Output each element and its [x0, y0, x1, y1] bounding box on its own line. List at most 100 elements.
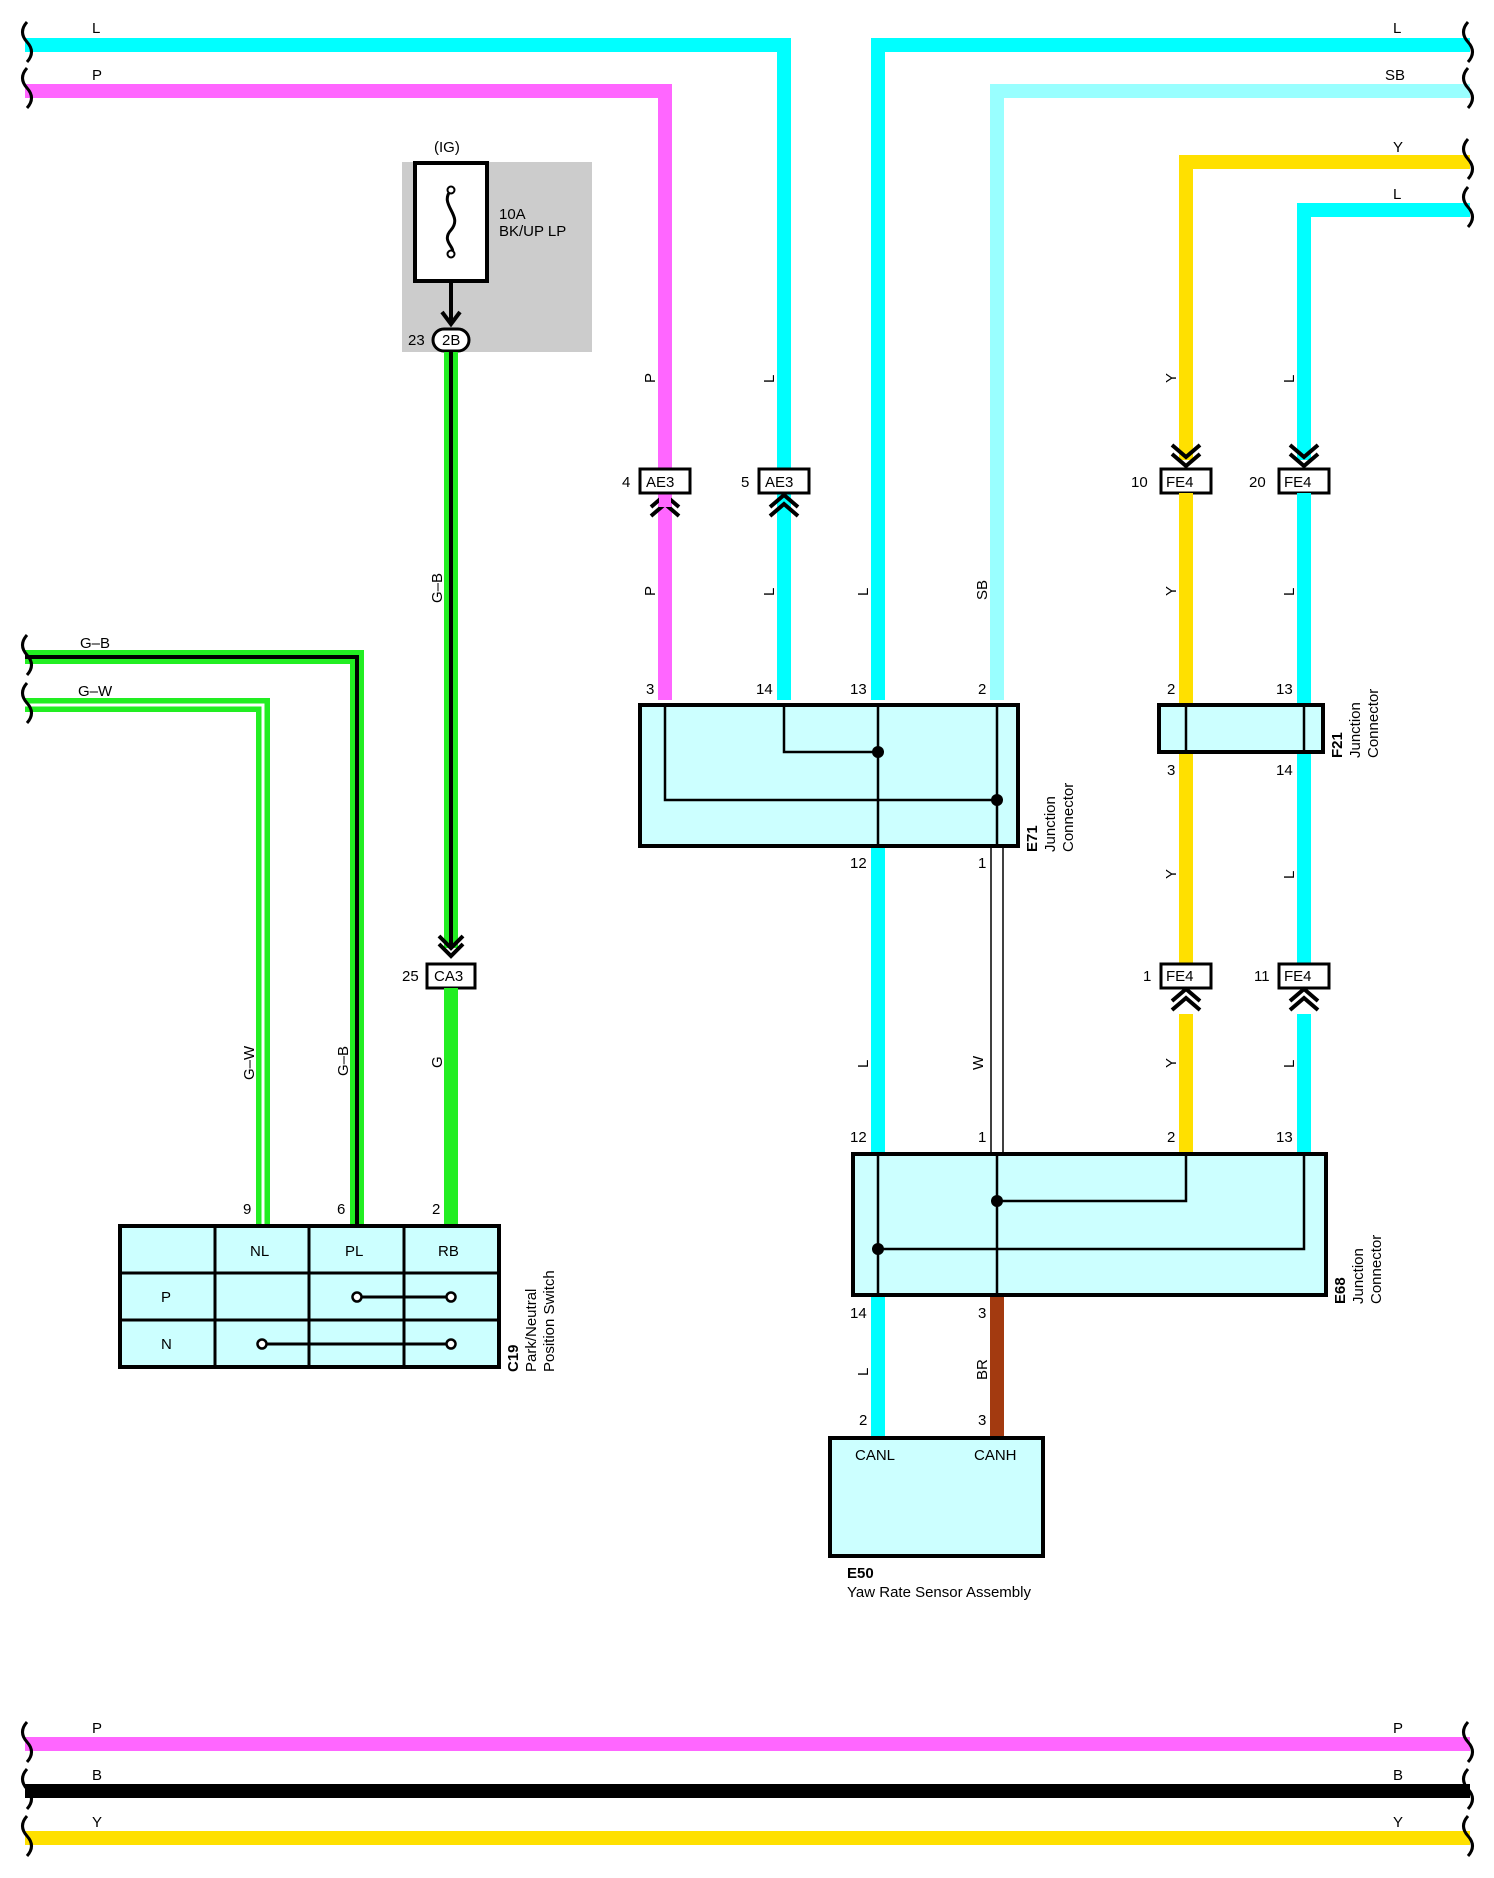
e50-terminal-canl: CANL: [855, 1447, 895, 1464]
c19-switch: 9 6 2 NL PL RB P N C19 Park/Neutral Posi…: [118, 1201, 558, 1372]
f21-pin-14: 14: [1276, 762, 1293, 779]
c19-pin-9: 9: [243, 1201, 251, 1218]
e71-junction: 3 14 13 2 12 1 E71 Junction Connector: [638, 681, 1077, 872]
wire-label-gb-vert2: G–B: [335, 1046, 352, 1076]
fuse-name: BK/UP LP: [499, 223, 566, 240]
fe4-a-tag: [1159, 467, 1213, 495]
c19-col-nl: NL: [250, 1243, 269, 1260]
e50-desc: Yaw Rate Sensor Assembly: [847, 1584, 1031, 1601]
wire-label-l-main: L: [855, 588, 872, 596]
f21-junction: 2 13 3 14 F21 Junction Connector: [1157, 681, 1382, 779]
c19-pin-2: 2: [432, 1201, 440, 1218]
e68-pin-13: 13: [1276, 1129, 1293, 1146]
wire-label-l-e50: L: [855, 1368, 872, 1376]
c19-row-n: N: [161, 1336, 172, 1353]
e68-splice-b: [872, 1243, 884, 1255]
c19-col-rb: RB: [438, 1243, 459, 1260]
e71-pin-13: 13: [850, 681, 867, 698]
wire-label-l-lower: L: [761, 588, 778, 596]
bus-label-gw: G–W: [78, 683, 113, 700]
fe4-a-pin: 10: [1131, 474, 1148, 491]
bus-label-p-left: P: [92, 67, 102, 84]
bus-label-y-bottom-left: Y: [92, 1814, 102, 1831]
e68-pin-2: 2: [1167, 1129, 1175, 1146]
wire-l-top-right: [871, 38, 1470, 700]
e68-desc2: Connector: [1368, 1235, 1385, 1304]
e50-pin-2: 2: [859, 1412, 867, 1429]
f21-box: [1157, 703, 1325, 754]
e71-pin-1: 1: [978, 855, 986, 872]
wire-gb-fuse: [437, 352, 465, 959]
e50-pin-3: 3: [978, 1412, 986, 1429]
fe4-a-code: FE4: [1166, 474, 1194, 491]
e71-link-14: [782, 705, 878, 754]
ae3-a-code-overlay: AE3: [646, 474, 674, 491]
bus-label-l2-right: L: [1393, 186, 1401, 203]
wire-label-l-bot: L: [855, 1060, 872, 1068]
wire-label-sb: SB: [974, 580, 991, 600]
e50-sensor: 2 3 CANL CANH E50 Yaw Rate Sensor Assemb…: [828, 1412, 1045, 1601]
e50-terminal-canh: CANH: [974, 1447, 1017, 1464]
e71-desc1: Junction: [1042, 796, 1059, 852]
bus-label-sb-right: SB: [1385, 67, 1405, 84]
f21-pin-3: 3: [1167, 762, 1175, 779]
bus-label-gb: G–B: [80, 635, 110, 652]
fuse-icon: [445, 189, 457, 256]
e71-code: E71: [1024, 825, 1041, 852]
ca3-connector: 25 CA3: [402, 962, 477, 990]
c19-desc2: Position Switch: [541, 1270, 558, 1372]
fuse-connector-code: 2B: [442, 332, 460, 349]
c19-pin-6: 6: [337, 1201, 345, 1218]
fuse-body: [413, 161, 489, 283]
fuse-terminal-bottom: [446, 249, 456, 259]
ae3-b-pin: 5: [741, 474, 749, 491]
e50-box: [828, 1436, 1045, 1558]
bottom-bus: P B Y P B Y: [21, 1720, 1474, 1858]
wire-label-p-lower: P: [642, 586, 659, 596]
bus-label-y-bottom-right: Y: [1393, 1814, 1403, 1831]
fuse-rating: 10A: [499, 206, 526, 223]
wire-label-w-bot: W: [970, 1055, 987, 1070]
fe4-b-code: FE4: [1284, 474, 1312, 491]
e68-junction: 12 1 2 13 14 3 E68 Junction Connector: [850, 1129, 1385, 1322]
wire-label-p-upper: P: [642, 373, 659, 383]
e71-splice-b: [991, 794, 1003, 806]
e68-code: E68: [1332, 1277, 1349, 1304]
fe4-connector-a: 10 FE4: [1131, 443, 1213, 495]
fuse-pin: 23: [408, 332, 425, 349]
bus-label-l-left: L: [92, 20, 100, 37]
fe4-c-arrow-icon: [1170, 986, 1202, 1012]
bus-label-b-bottom-right: B: [1393, 1767, 1403, 1784]
c19-contact-n: [256, 1338, 457, 1350]
f21-desc2: Connector: [1365, 689, 1382, 758]
c19-row-p: P: [161, 1289, 171, 1306]
wire-label-br-e50: BR: [974, 1359, 991, 1380]
fe4-d-pin: 11: [1254, 968, 1270, 985]
wire-sb-top-right: [990, 84, 1470, 700]
e71-pin-2: 2: [978, 681, 986, 698]
bus-label-l-right: L: [1393, 20, 1401, 37]
e68-desc1: Junction: [1350, 1248, 1367, 1304]
c19-desc1: Park/Neutral: [523, 1289, 540, 1372]
wire-l-top-left: [25, 38, 791, 592]
f21-pin-2: 2: [1167, 681, 1175, 698]
wire-label-l-bot2: L: [1281, 1060, 1298, 1068]
wire-label-l-lower2: L: [1281, 588, 1298, 596]
ae3-tags-overlay: [638, 467, 811, 495]
bus-label-p-bottom-right: P: [1393, 1720, 1403, 1737]
ca3-pin: 25: [402, 968, 419, 985]
e68-box: [851, 1152, 1328, 1297]
wire-label-y-mid: Y: [1163, 869, 1180, 879]
fuse-connector-tag: [431, 327, 471, 353]
fuse-terminal-top: [446, 185, 456, 195]
wire-l2-top-right: [1297, 203, 1470, 460]
e68-pin-12: 12: [850, 1129, 867, 1146]
fe4-connector-b: 20 FE4: [1249, 443, 1331, 495]
e68-link-2: [997, 1154, 1188, 1203]
ca3-arrow-icon: [437, 934, 465, 959]
bus-label-y-right: Y: [1393, 139, 1403, 156]
top-bus: L P L SB Y L: [25, 20, 1470, 700]
wire-label-l-upper2: L: [1281, 375, 1298, 383]
e68-pin-3: 3: [978, 1305, 986, 1322]
